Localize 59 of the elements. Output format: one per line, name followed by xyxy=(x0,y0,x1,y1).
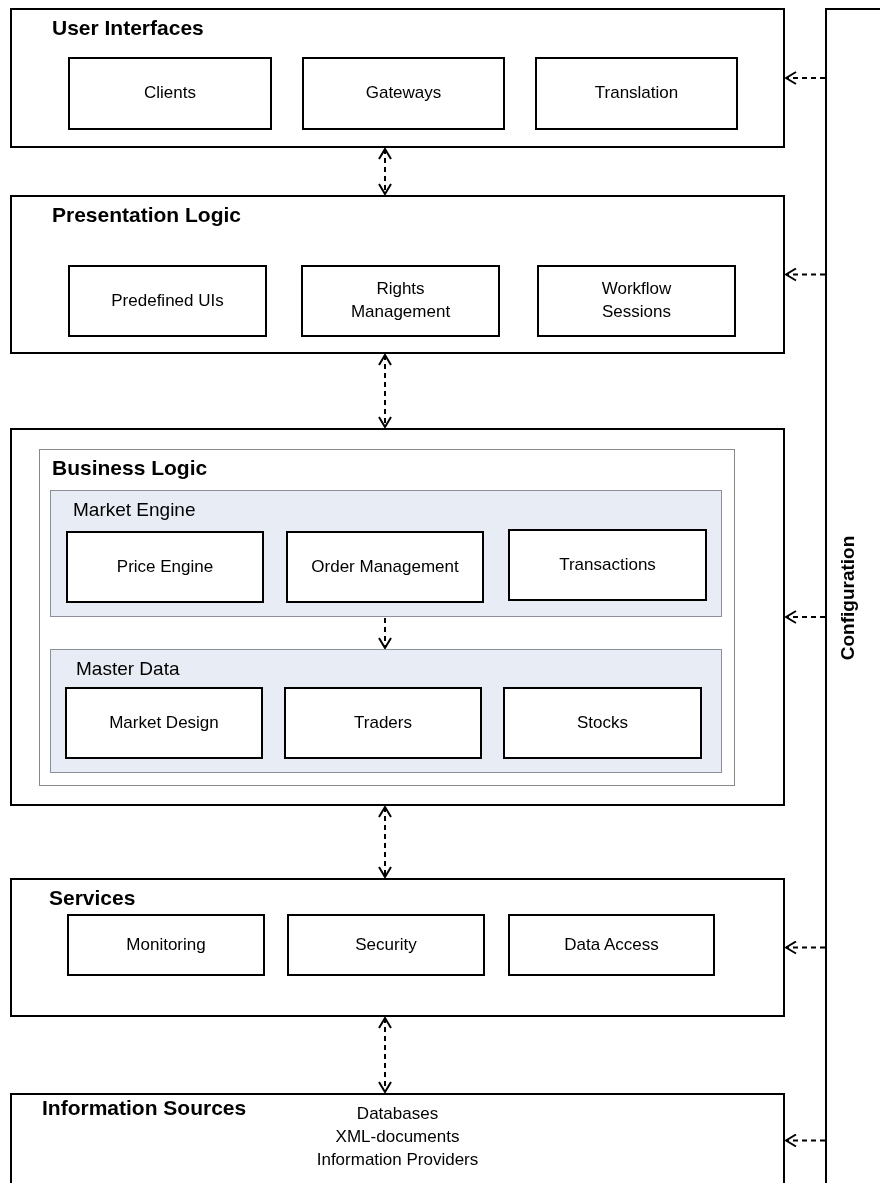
connector-arrow xyxy=(785,940,826,955)
component-box xyxy=(284,687,482,759)
component-box xyxy=(508,914,715,976)
component-box xyxy=(68,57,272,130)
component-box xyxy=(68,265,267,337)
connector-arrow xyxy=(785,267,826,282)
component-box xyxy=(508,529,707,601)
connector-arrow xyxy=(785,1133,826,1148)
layer-heading: Information Sources xyxy=(42,1096,247,1120)
component-box xyxy=(301,265,500,337)
connector-arrow xyxy=(378,354,392,428)
panel-heading: Market Engine xyxy=(73,499,196,521)
component-label: Security xyxy=(355,933,417,956)
component-box xyxy=(302,57,505,130)
layer-box xyxy=(10,1093,785,1183)
side-label: Configuration xyxy=(837,535,859,661)
component-box xyxy=(65,687,263,759)
connector-arrow xyxy=(378,148,392,195)
layer-box xyxy=(10,8,785,148)
connector-arrow xyxy=(785,71,826,85)
layer-box xyxy=(10,878,785,1017)
component-label: Stocks xyxy=(577,711,628,734)
component-box xyxy=(286,531,484,603)
component-label: Monitoring xyxy=(126,933,206,956)
component-label: Rights Management xyxy=(349,278,452,323)
layer-heading: Business Logic xyxy=(52,456,208,480)
component-box xyxy=(535,57,738,130)
component-label: Data Access xyxy=(564,933,659,956)
component-box xyxy=(66,531,264,603)
component-label: Predefined UIs xyxy=(111,289,224,312)
layer-heading: Services xyxy=(49,886,136,910)
layer-box xyxy=(10,195,785,354)
connector-arrow xyxy=(378,617,392,649)
component-box xyxy=(67,914,265,976)
connector-arrow xyxy=(378,1017,392,1093)
component-label: Translation xyxy=(594,82,679,105)
connector-arrow xyxy=(378,806,392,878)
list-item: Information Providers xyxy=(316,1148,479,1171)
component-label: Price Engine xyxy=(116,555,214,578)
component-label: Gateways xyxy=(365,82,442,105)
group-panel xyxy=(50,490,722,617)
layer-heading: User Interfaces xyxy=(52,16,204,40)
layer-box xyxy=(10,428,785,806)
side-bar xyxy=(825,8,880,1183)
group-panel xyxy=(50,649,722,773)
component-box xyxy=(537,265,736,337)
component-label: Traders xyxy=(354,711,412,734)
component-label: Workflow Sessions xyxy=(600,278,673,323)
list-item: Databases xyxy=(356,1103,439,1125)
component-label: Clients xyxy=(144,82,196,105)
component-box xyxy=(503,687,702,759)
layer-heading: Presentation Logic xyxy=(52,203,242,227)
panel-heading: Master Data xyxy=(76,658,180,680)
component-box xyxy=(287,914,485,976)
list-item: XML-documents xyxy=(335,1125,460,1148)
connector-arrow xyxy=(785,610,826,624)
component-label: Order Management xyxy=(311,555,459,578)
component-label: Market Design xyxy=(109,711,219,734)
component-label: Transactions xyxy=(559,553,656,576)
